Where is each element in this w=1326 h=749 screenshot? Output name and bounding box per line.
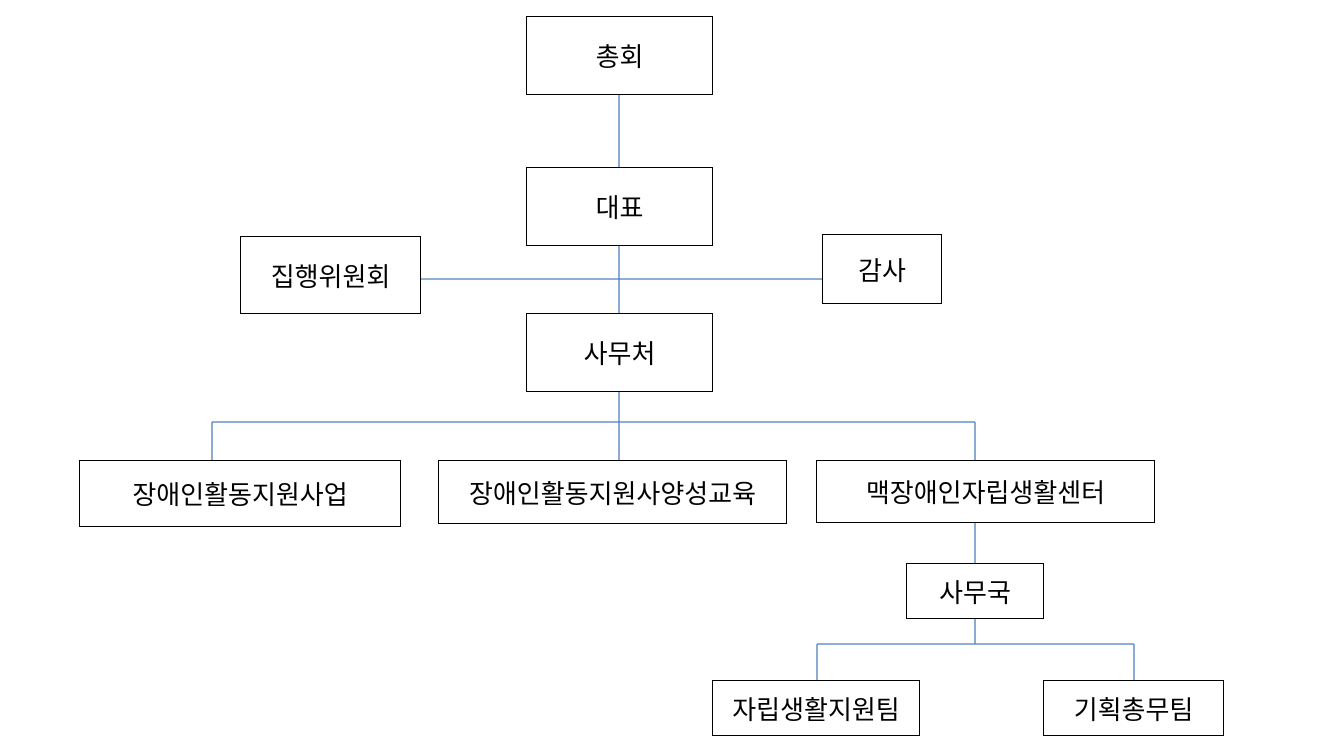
node-team-living: 자립생활지원팀 (712, 680, 920, 736)
node-executive-committee: 집행위원회 (240, 236, 421, 314)
node-representative: 대표 (526, 167, 713, 246)
node-general-assembly: 총회 (526, 16, 713, 95)
node-bureau: 사무국 (906, 563, 1044, 619)
node-secretariat: 사무처 (526, 313, 713, 392)
node-program-training: 장애인활동지원사양성교육 (438, 460, 787, 524)
node-center: 맥장애인자립생활센터 (816, 460, 1155, 523)
node-program-support: 장애인활동지원사업 (79, 460, 401, 527)
node-audit: 감사 (822, 234, 942, 304)
node-team-planning: 기획총무팀 (1043, 680, 1224, 736)
